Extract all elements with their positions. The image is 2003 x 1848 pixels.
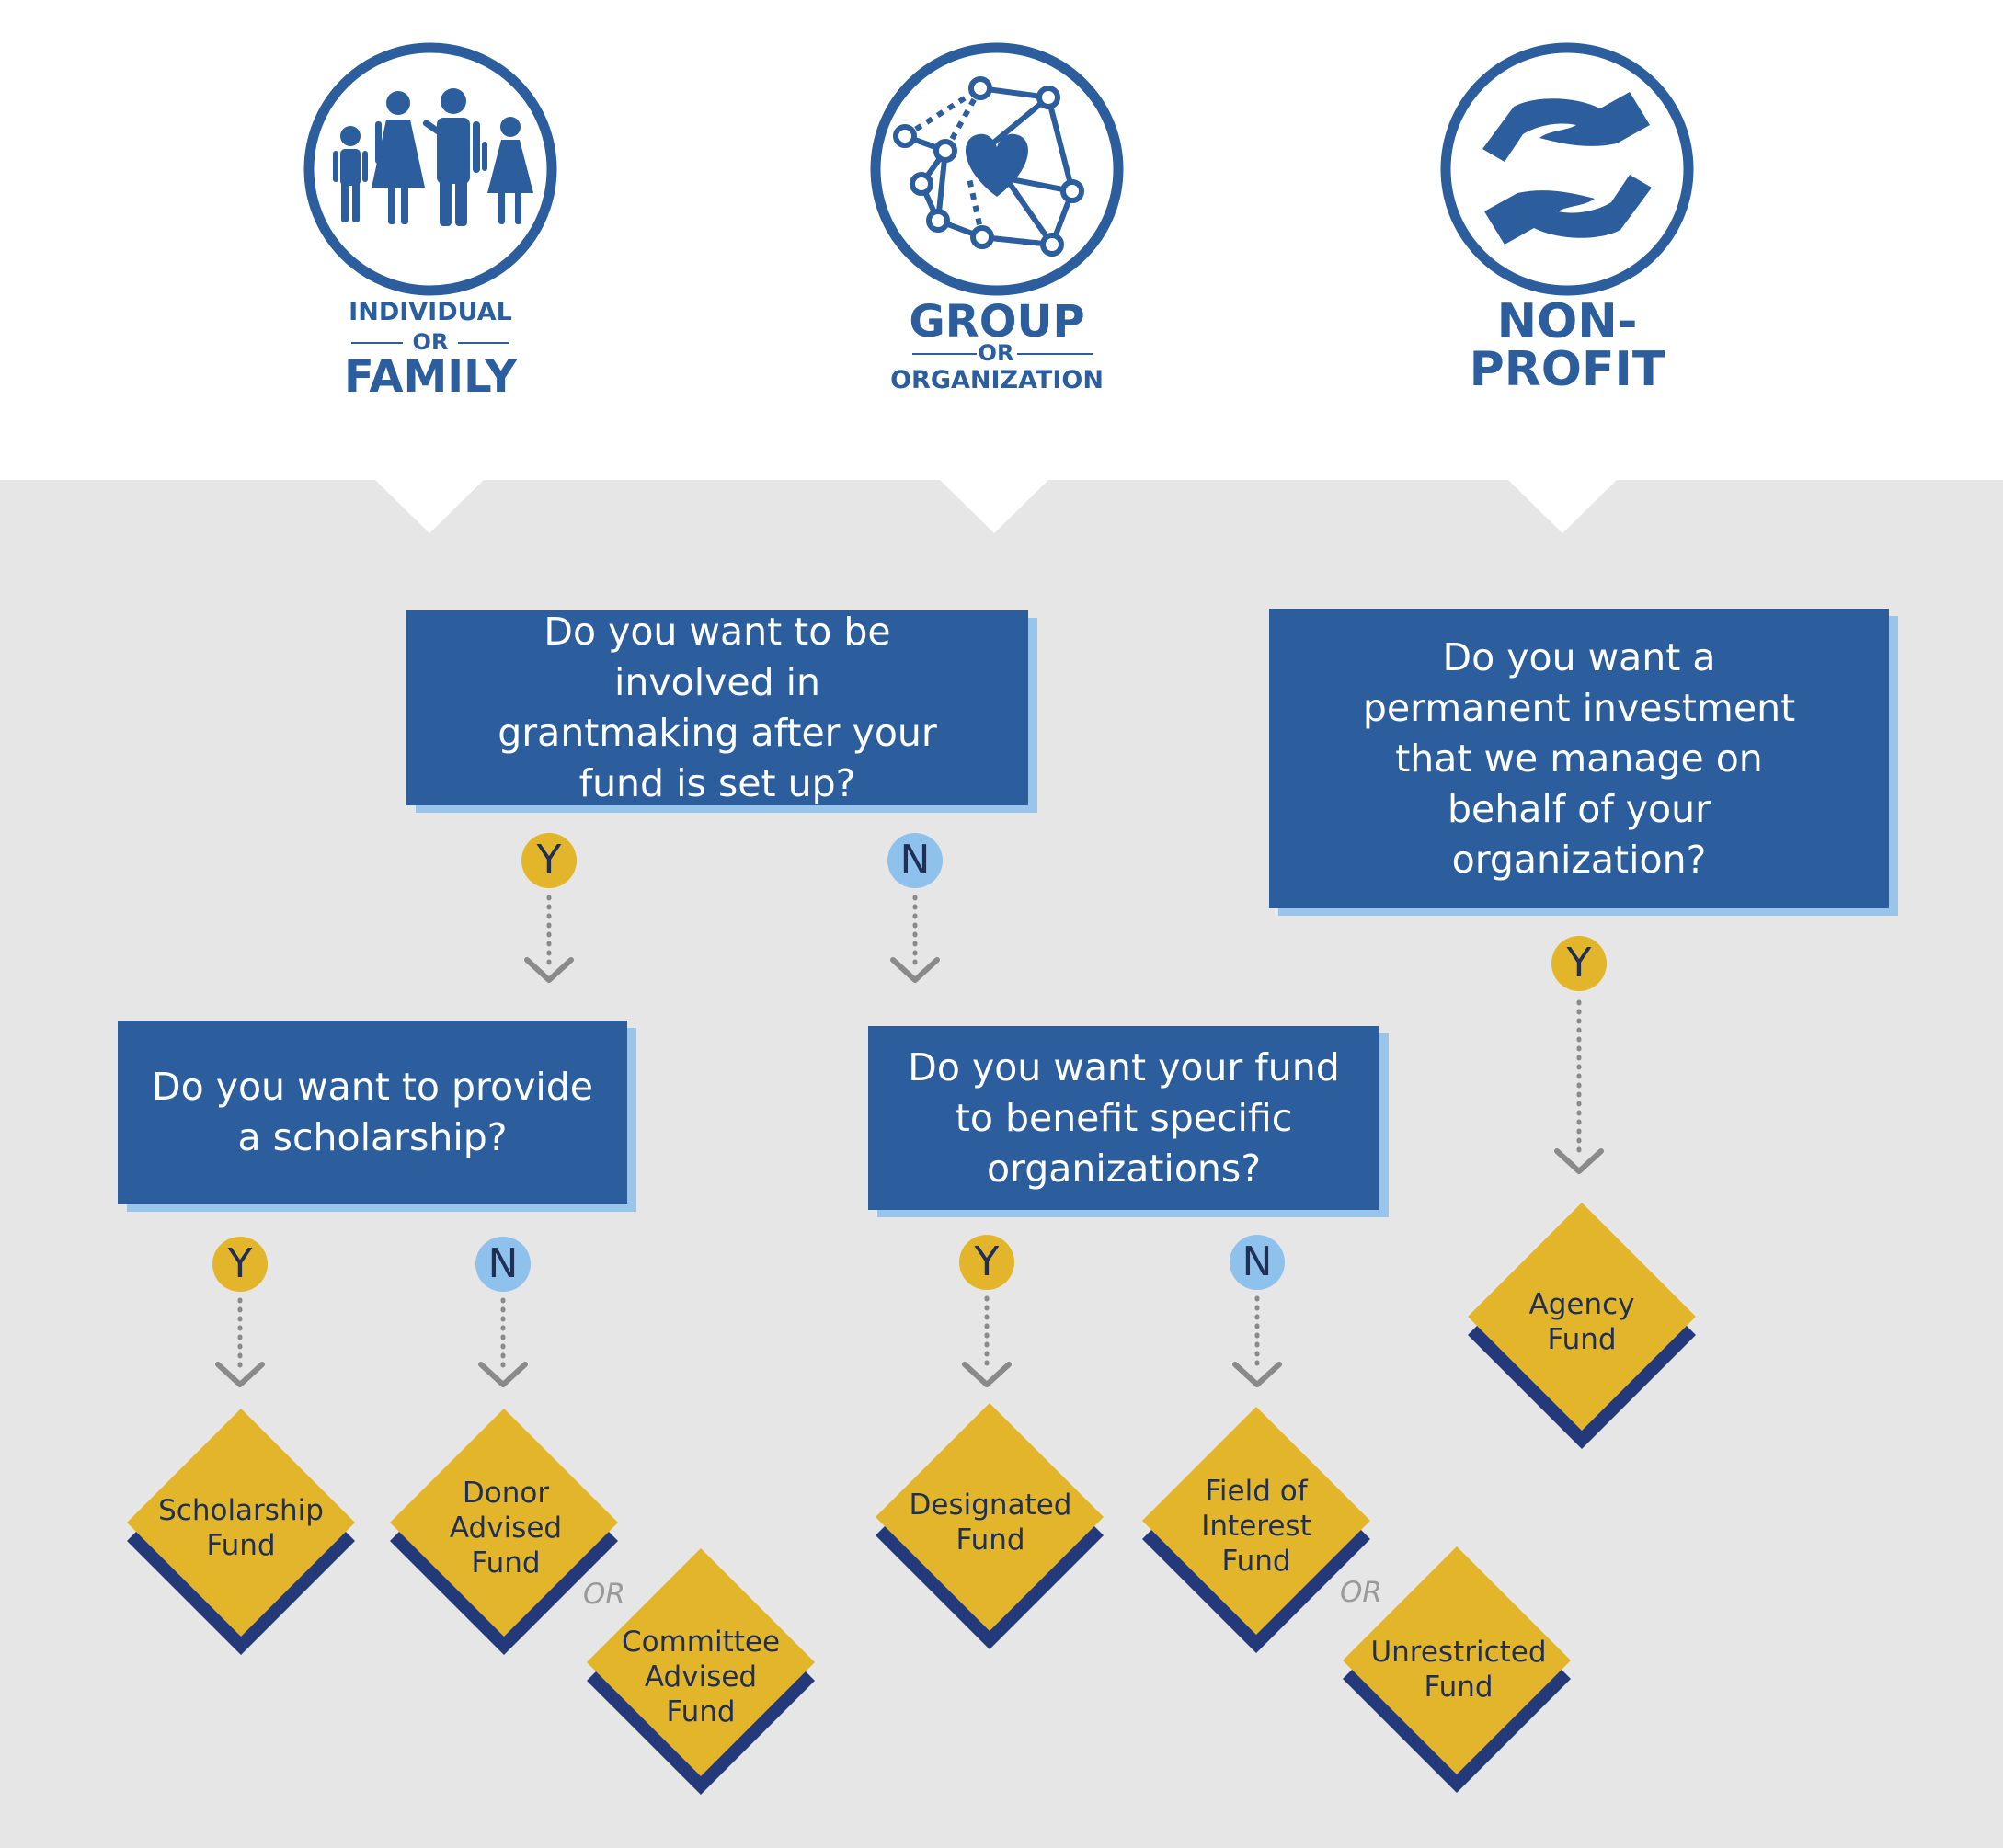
category-individual-bottom: FAMILY <box>344 351 517 403</box>
question-grantmaking-text: Do you want to be involved in grantmakin… <box>498 610 937 805</box>
no-badge: N <box>475 1237 531 1292</box>
category-group-bottom: ORGANIZATION <box>890 366 1104 394</box>
yes-badge: Y <box>521 833 577 888</box>
arrowhead <box>962 1362 1012 1387</box>
arrowhead <box>1232 1362 1282 1387</box>
or-divider-left <box>912 353 977 355</box>
donor-advised-fund-diamond <box>390 1409 618 1655</box>
caring-hands-icon <box>1440 42 1694 296</box>
or-divider-right <box>1017 353 1093 355</box>
category-individual-or: OR <box>412 329 449 355</box>
category-nonprofit: NON-PROFIT <box>1469 294 1665 397</box>
network-heart-icon <box>870 42 1124 296</box>
or-divider-left <box>351 342 403 344</box>
question-permanent-investment-text: Do you want a permanent investment that … <box>1362 634 1796 882</box>
scholarship-fund-diamond <box>127 1409 355 1655</box>
arrowhead <box>215 1362 265 1387</box>
question-grantmaking-box: Do you want to be involved in grantmakin… <box>406 610 1028 805</box>
arrowhead <box>1554 1148 1604 1174</box>
question-scholarship-box: Do you want to provide a scholarship? <box>118 1021 627 1204</box>
family-icon <box>303 42 557 296</box>
question-specific-orgs-text: Do you want your fund to benefit specifi… <box>908 1044 1340 1191</box>
arrowhead <box>478 1362 528 1387</box>
unrestricted-fund-diamond <box>1343 1546 1571 1793</box>
agency-fund-diamond <box>1468 1203 1696 1449</box>
designated-fund-diamond <box>876 1403 1104 1649</box>
yes-badge: Y <box>212 1237 268 1292</box>
category-individual-top: INDIVIDUAL <box>349 298 512 326</box>
yes-badge: Y <box>1551 936 1607 991</box>
question-specific-orgs-box: Do you want your fund to benefit specifi… <box>868 1026 1379 1210</box>
no-badge: N <box>887 833 943 888</box>
category-group-or: OR <box>978 340 1014 366</box>
or-label: OR <box>583 1578 625 1611</box>
arrowhead <box>890 957 940 983</box>
committee-advised-fund-diamond <box>587 1548 815 1795</box>
field-of-interest-fund-diamond <box>1142 1407 1370 1653</box>
yes-badge: Y <box>959 1235 1014 1290</box>
question-scholarship-text: Do you want to provide a scholarship? <box>152 1065 593 1159</box>
category-group-top: GROUP <box>909 296 1085 348</box>
question-permanent-investment-box: Do you want a permanent investment that … <box>1269 609 1889 908</box>
or-divider-right <box>458 342 509 344</box>
no-badge: N <box>1230 1235 1285 1290</box>
arrowhead <box>524 957 574 983</box>
or-label: OR <box>1340 1576 1382 1609</box>
